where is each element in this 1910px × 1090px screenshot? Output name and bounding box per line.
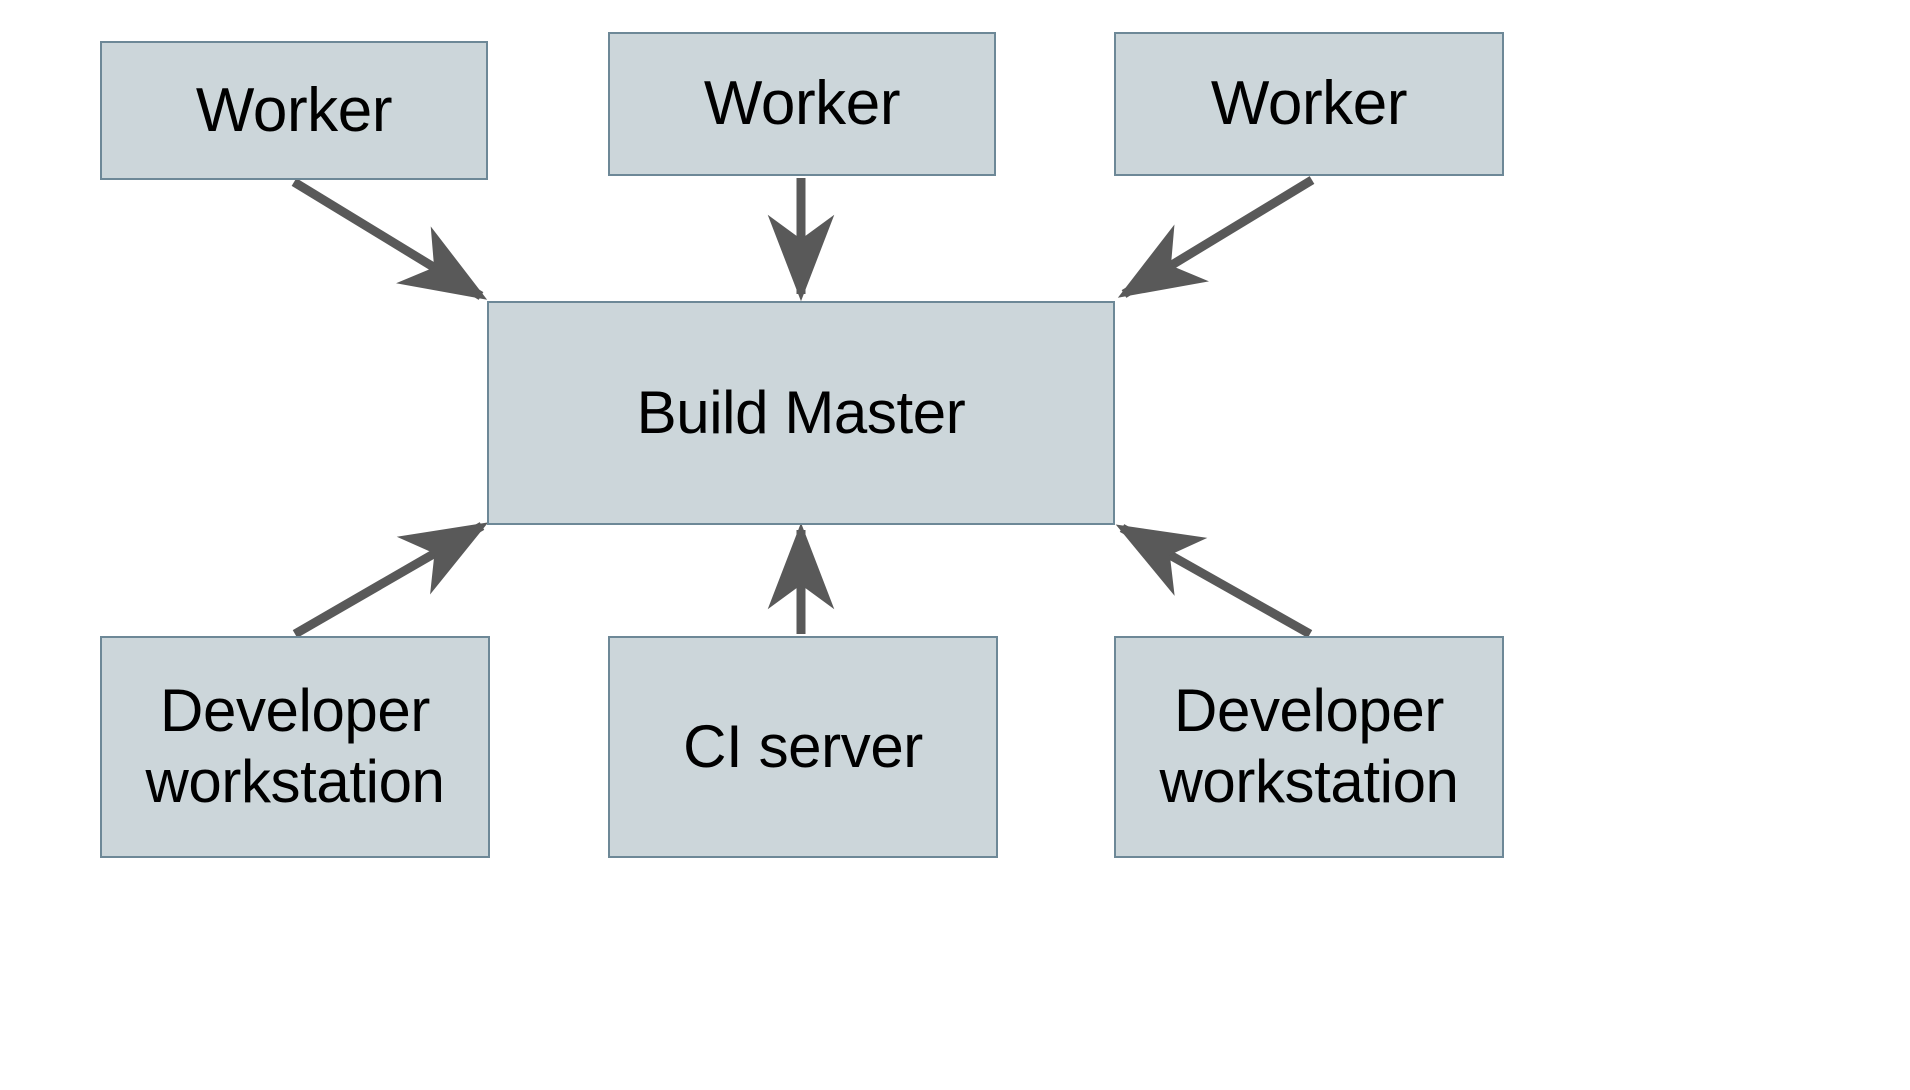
node-build-master[interactable]: Build Master	[487, 301, 1115, 525]
node-developer-workstation-right-label: Developer workstation	[1159, 677, 1459, 815]
node-worker-right-label: Worker	[1210, 69, 1408, 139]
edge-worker-left-to-master	[291, 178, 488, 300]
node-developer-workstation-right[interactable]: Developer workstation	[1114, 636, 1504, 858]
node-worker-center[interactable]: Worker	[608, 32, 996, 176]
node-developer-workstation-left-label: Developer workstation	[145, 677, 445, 815]
node-worker-left[interactable]: Worker	[100, 41, 488, 180]
node-worker-right[interactable]: Worker	[1114, 32, 1504, 176]
edge-dev-left-to-master	[292, 522, 489, 638]
node-worker-center-label: Worker	[703, 69, 901, 139]
node-developer-workstation-left[interactable]: Developer workstation	[100, 636, 490, 858]
node-worker-left-label: Worker	[195, 75, 393, 145]
node-ci-server[interactable]: CI server	[608, 636, 998, 858]
node-ci-server-label: CI server	[683, 712, 923, 780]
edge-dev-right-to-master	[1115, 524, 1313, 638]
node-build-master-label: Build Master	[636, 378, 966, 446]
edge-worker-right-to-master	[1117, 176, 1315, 298]
